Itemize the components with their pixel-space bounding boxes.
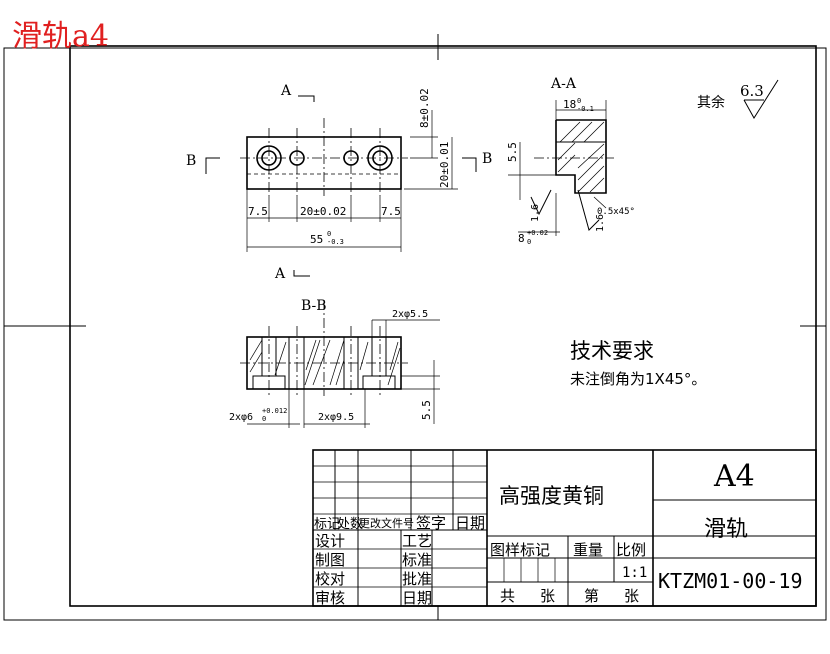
holes-6-tol-top: +0.012 xyxy=(262,407,287,415)
section-a-bottom-label: A xyxy=(274,266,286,282)
tb-scale: 比例 xyxy=(616,541,646,559)
dim-55-tol-bottom: -0.3 xyxy=(327,238,344,246)
dim-18-tol-top: 0 xyxy=(577,97,581,105)
tb-col-sign: 签字 xyxy=(416,514,446,532)
counterbore-hole-left-outer xyxy=(256,145,282,171)
pin-hole-right xyxy=(343,150,359,166)
tb-row-check: 校对 xyxy=(315,570,345,588)
dim-8-aa-text: 8 xyxy=(518,232,525,245)
section-aa-label: A-A xyxy=(550,76,577,92)
roughness-symbol-main xyxy=(743,79,779,119)
roughness-value: 6.3 xyxy=(740,82,764,100)
roughness-note: 其余 6.3 xyxy=(697,79,779,119)
tb-total: 共 xyxy=(500,587,515,605)
tb-pattern-mark: 图样标记 xyxy=(490,541,550,559)
drawing-title: 滑轨a4 xyxy=(12,19,109,54)
chamfer-text: 0.5x45° xyxy=(597,207,635,217)
tb-row-process: 工艺 xyxy=(402,532,432,550)
counterbore-hole-right-inner xyxy=(372,150,388,166)
title-block: 标记 处数 更改文件号 签字 日期 设计 制图 校对 审核 工艺 标准 批准 日… xyxy=(312,449,817,607)
bb-dim-55-text: 5.5 xyxy=(420,400,433,420)
dim-55-tol-top: 0 xyxy=(327,230,331,238)
tb-page: 第 xyxy=(584,587,599,605)
dim-55-aa-text: 5.5 xyxy=(506,142,519,162)
dim-8-aa-tol-bottom: 0 xyxy=(527,238,531,246)
section-b-left-label: B xyxy=(186,153,196,169)
tb-col-count: 处数 xyxy=(337,517,363,532)
dim-75-right-text: 7.5 xyxy=(381,205,401,218)
dim-8-text: 8±0.02 xyxy=(418,88,431,128)
tb-col-mark: 标记 xyxy=(314,517,340,532)
section-aa-view: A-A 18 0 -0.1 5.5 1.6 xyxy=(506,76,635,246)
requirements-heading: 技术要求 xyxy=(570,339,654,363)
dim-16b-text: 1.6 xyxy=(595,214,606,232)
tb-scale-value: 1:1 xyxy=(622,565,647,581)
tb-sheets1: 张 xyxy=(540,587,555,605)
dim-20h-text: 20±0.02 xyxy=(300,205,346,218)
counterbore-right xyxy=(362,375,396,390)
dim-16a-text: 1.6 xyxy=(530,204,541,222)
section-a-top-arrow xyxy=(298,95,315,102)
tb-row-standard: 标准 xyxy=(402,551,432,569)
front-view: A A B B 8±0.02 20±0.01 7.5 20±0.02 7.5 5… xyxy=(186,83,492,282)
section-b-right-arrow xyxy=(462,157,477,172)
tb-row-draw: 制图 xyxy=(315,551,345,569)
tb-format: A4 xyxy=(713,459,755,494)
tb-row-date: 日期 xyxy=(402,589,432,607)
tb-material: 高强度黄铜 xyxy=(499,484,604,508)
holes-6-tol-bottom: 0 xyxy=(262,415,266,423)
section-bb-hatch xyxy=(249,339,401,386)
tb-row-approve: 批准 xyxy=(402,570,432,588)
dim-75-left-text: 7.5 xyxy=(248,205,268,218)
sheet-outer-border xyxy=(3,47,827,621)
dim-8-aa-tol-top: +0.02 xyxy=(527,229,548,237)
tb-col-change: 更改文件号 xyxy=(359,516,414,530)
tb-col-date: 日期 xyxy=(455,514,485,532)
section-bb-label: B-B xyxy=(301,298,327,314)
requirements-line1: 未注倒角为1X45°。 xyxy=(570,370,706,388)
counterbore-hole-left-inner xyxy=(261,150,277,166)
tb-weight: 重量 xyxy=(573,541,603,559)
section-aa-outline xyxy=(555,119,607,194)
section-a-top-label: A xyxy=(280,83,292,99)
section-a-bottom-arrow xyxy=(293,270,310,277)
section-b-left-arrow xyxy=(205,157,220,174)
holes-6-text: 2xφ6 xyxy=(229,412,253,423)
section-aa-hatch xyxy=(557,121,605,193)
tb-drawing-no: KTZM01-00-19 xyxy=(658,569,803,593)
chamfer-leader xyxy=(593,196,607,209)
roughness-symbol-left xyxy=(530,189,552,216)
dim-18-tol-bottom: -0.1 xyxy=(577,105,594,113)
tb-row-review: 审核 xyxy=(315,589,345,607)
dim-18-text: 18 xyxy=(563,98,576,111)
tb-part-name: 滑轨 xyxy=(704,517,748,542)
holes-55-text: 2xφ5.5 xyxy=(392,309,428,320)
dim-20v-text: 20±0.01 xyxy=(438,142,451,188)
pin-hole-left xyxy=(289,150,305,166)
title-block-frame xyxy=(312,449,817,607)
section-bb-view: B-B xyxy=(229,298,440,428)
counterbore-hole-right-outer xyxy=(367,145,393,171)
roughness-symbol-right xyxy=(577,189,600,231)
dim-55-text: 55 xyxy=(310,233,323,246)
roughness-prefix: 其余 xyxy=(697,94,725,111)
holes-95-text: 2xφ9.5 xyxy=(318,412,354,423)
tb-sheets2: 张 xyxy=(624,587,639,605)
section-b-right-label: B xyxy=(482,151,492,167)
tb-row-design: 设计 xyxy=(315,532,345,550)
